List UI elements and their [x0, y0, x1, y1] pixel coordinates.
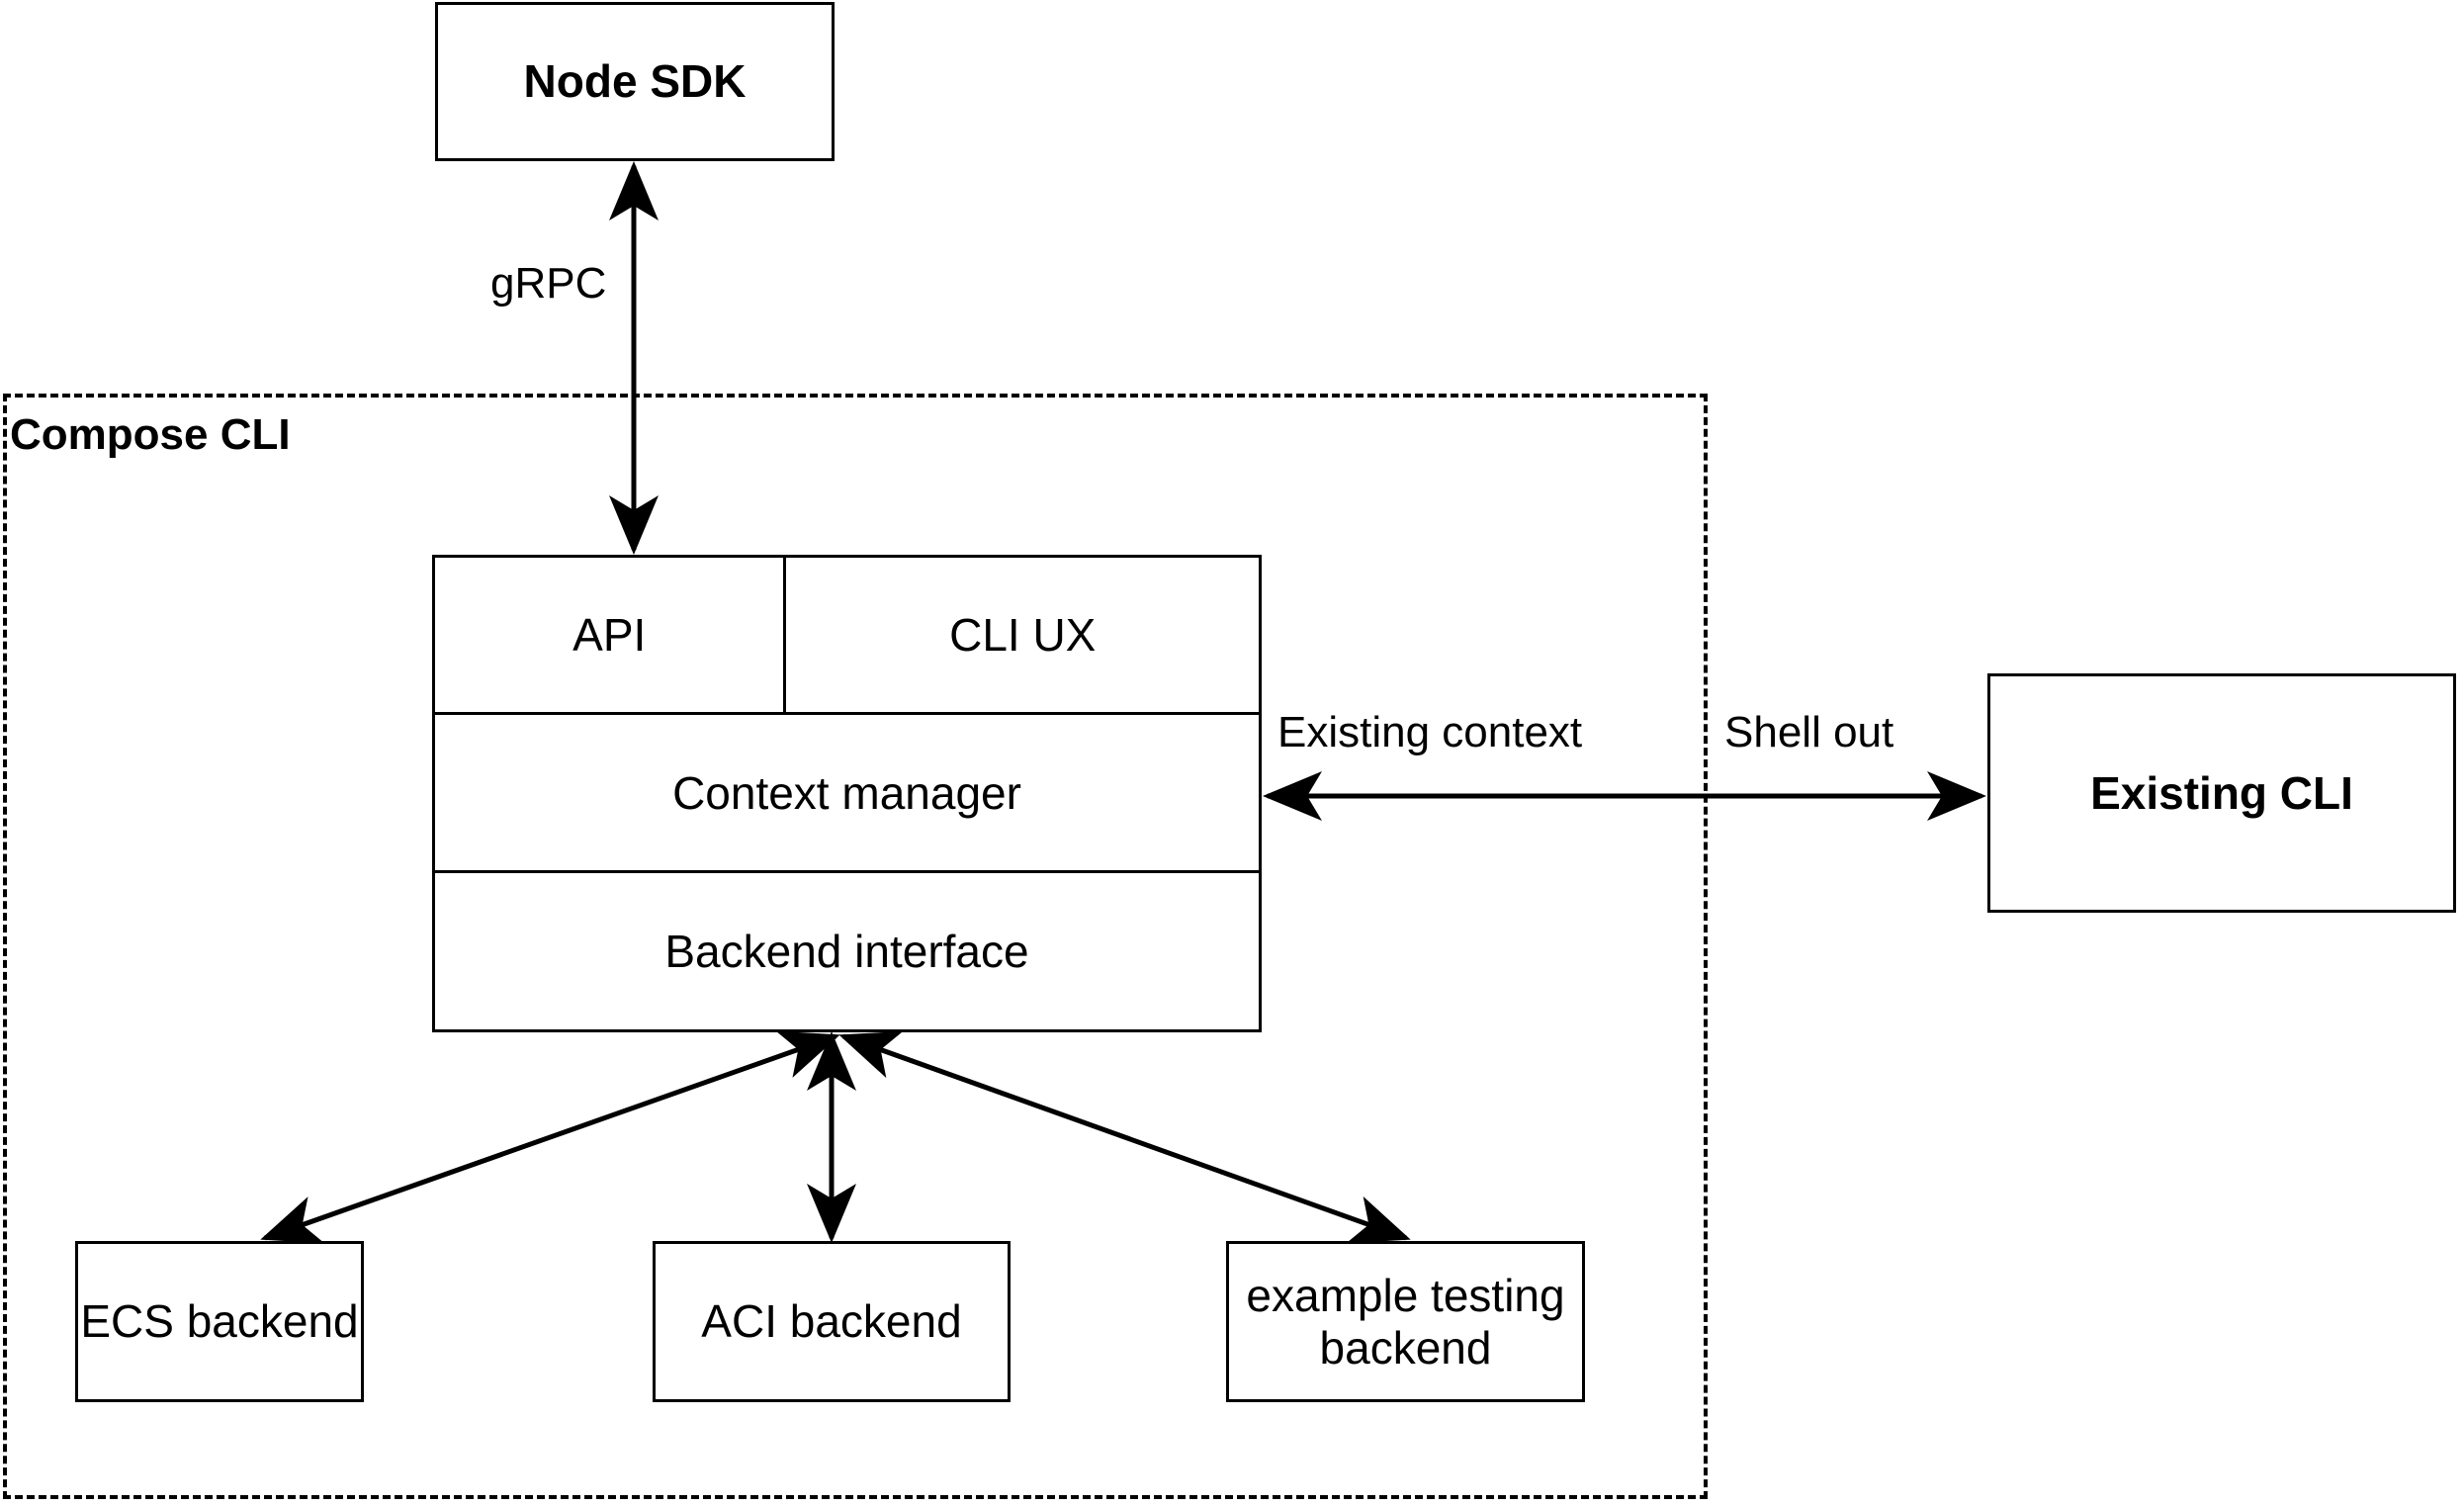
stack-cell-api-label: API	[572, 609, 647, 661]
node-ecs-backend-label: ECS backend	[80, 1295, 359, 1348]
compose-cli-stack: API CLI UX Context manager Backend inter…	[432, 555, 1262, 1032]
stack-cell-cli-ux[interactable]: CLI UX	[786, 558, 1259, 712]
node-example-testing-backend-label-line2: backend	[1319, 1321, 1492, 1374]
stack-cell-cli-ux-label: CLI UX	[949, 609, 1097, 661]
stack-row-backend-interface: Backend interface	[435, 873, 1259, 1029]
stack-row-api-cliux: API CLI UX	[435, 558, 1259, 716]
stack-cell-context-manager-label: Context manager	[672, 766, 1021, 819]
node-example-testing-backend[interactable]: example testing backend	[1226, 1241, 1585, 1402]
edge-label-shell-out: Shell out	[1720, 708, 1898, 757]
node-existing-cli[interactable]: Existing CLI	[1987, 673, 2456, 913]
edge-backend-to-example	[838, 1031, 1411, 1243]
stack-cell-backend-interface[interactable]: Backend interface	[435, 873, 1259, 1029]
stack-cell-backend-interface-label: Backend interface	[664, 926, 1029, 977]
node-ecs-backend[interactable]: ECS backend	[75, 1241, 364, 1402]
node-node-sdk-label: Node SDK	[523, 55, 747, 108]
edge-label-existing-context: Existing context	[1274, 708, 1587, 757]
compose-cli-group	[3, 394, 1708, 1499]
node-node-sdk[interactable]: Node SDK	[435, 2, 835, 161]
edge-backend-to-ecs	[260, 1030, 840, 1244]
node-example-testing-backend-label-line1: example testing	[1246, 1269, 1565, 1321]
node-aci-backend-label: ACI backend	[701, 1295, 962, 1348]
node-existing-cli-label: Existing CLI	[2090, 766, 2353, 819]
stack-cell-context-manager[interactable]: Context manager	[435, 715, 1259, 870]
compose-cli-group-label: Compose CLI	[10, 410, 291, 460]
stack-row-context-manager: Context manager	[435, 715, 1259, 874]
edge-label-grpc: gRPC	[486, 259, 611, 309]
node-aci-backend[interactable]: ACI backend	[653, 1241, 1011, 1402]
stack-cell-api[interactable]: API	[435, 558, 787, 713]
